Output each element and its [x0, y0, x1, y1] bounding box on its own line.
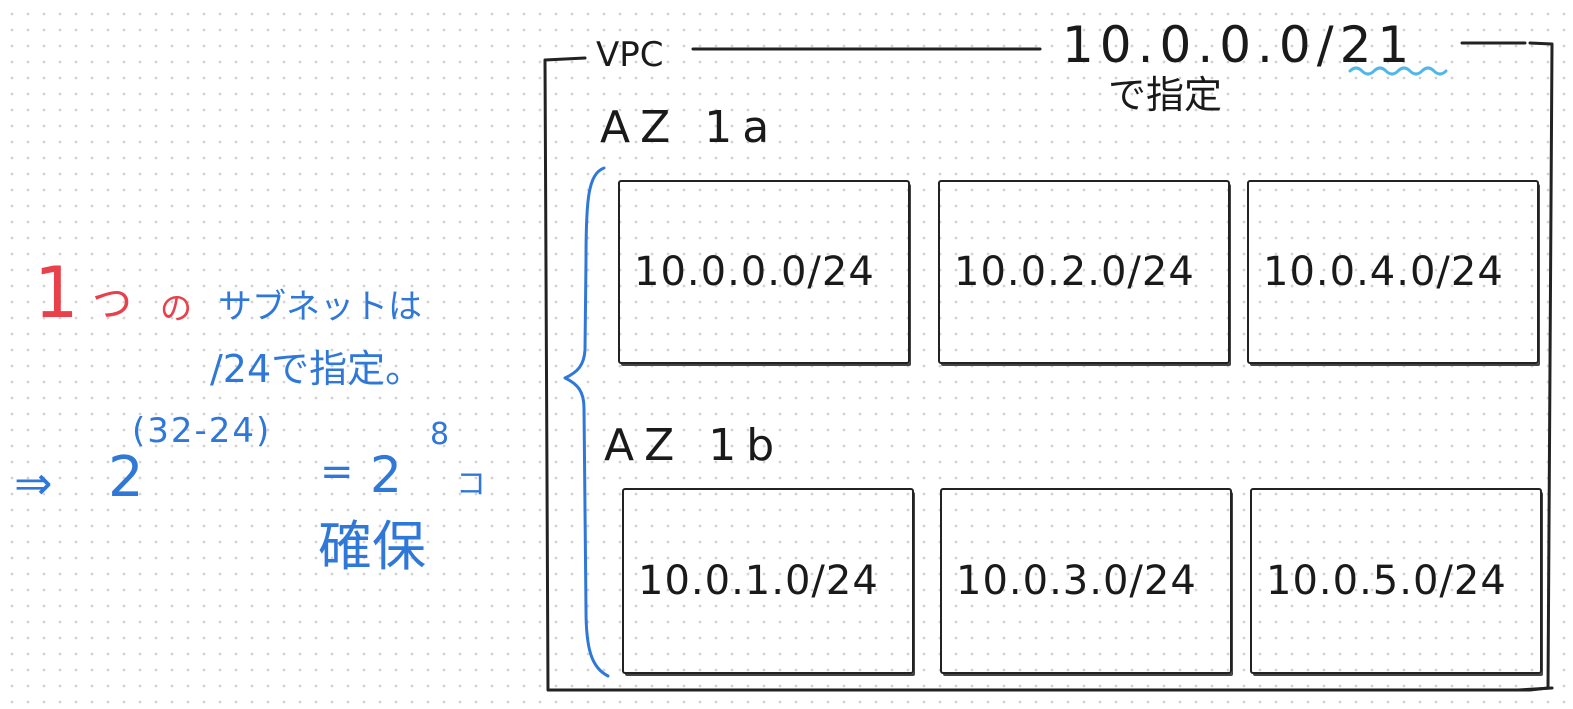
- subnet-box: 10.0.0.0/24: [618, 180, 910, 364]
- note-line4: 確保: [318, 515, 426, 578]
- subnet-cidr: 10.0.3.0/24: [956, 558, 1197, 604]
- subnet-box: 10.0.2.0/24: [938, 180, 1230, 364]
- subnet-box: 10.0.4.0/24: [1247, 180, 1539, 364]
- vpc-cidr: 10.0.0.0/21: [1062, 16, 1416, 74]
- note-base: 2: [108, 445, 144, 510]
- brace-icon: [563, 166, 610, 678]
- note-equals: =: [320, 449, 354, 495]
- subnet-box: 10.0.5.0/24: [1250, 488, 1542, 674]
- note-result-base: 2: [370, 446, 402, 504]
- note-line2: /24で指定。: [210, 347, 424, 391]
- note-unit: コ: [456, 467, 486, 502]
- vpc-cidr-note: で指定: [1108, 73, 1223, 117]
- subnet-cidr: 10.0.4.0/24: [1263, 249, 1504, 295]
- subnet-box: 10.0.1.0/24: [622, 488, 914, 674]
- squiggle-underline: [1348, 66, 1448, 76]
- subnet-box: 10.0.3.0/24: [940, 488, 1232, 674]
- vpc-right-tick: [1516, 686, 1554, 692]
- note-subject: サブネットは: [218, 287, 422, 327]
- note-count: 1: [34, 252, 79, 334]
- subnet-cidr: 10.0.2.0/24: [954, 249, 1195, 295]
- subnet-cidr: 10.0.1.0/24: [638, 558, 879, 604]
- subnet-cidr: 10.0.0.0/24: [634, 249, 875, 295]
- subnet-cidr: 10.0.5.0/24: [1266, 558, 1507, 604]
- note-particle: の: [160, 289, 193, 327]
- vpc-label: VPC: [596, 35, 664, 75]
- note-exponent: (32-24): [132, 411, 272, 451]
- az-label-1a: AZ 1a: [600, 102, 780, 153]
- note-counter: つ: [92, 281, 132, 327]
- az-label-1b: AZ 1b: [604, 420, 785, 471]
- note-result-exponent: 8: [430, 417, 450, 452]
- note-arrow: ⇒: [14, 456, 53, 510]
